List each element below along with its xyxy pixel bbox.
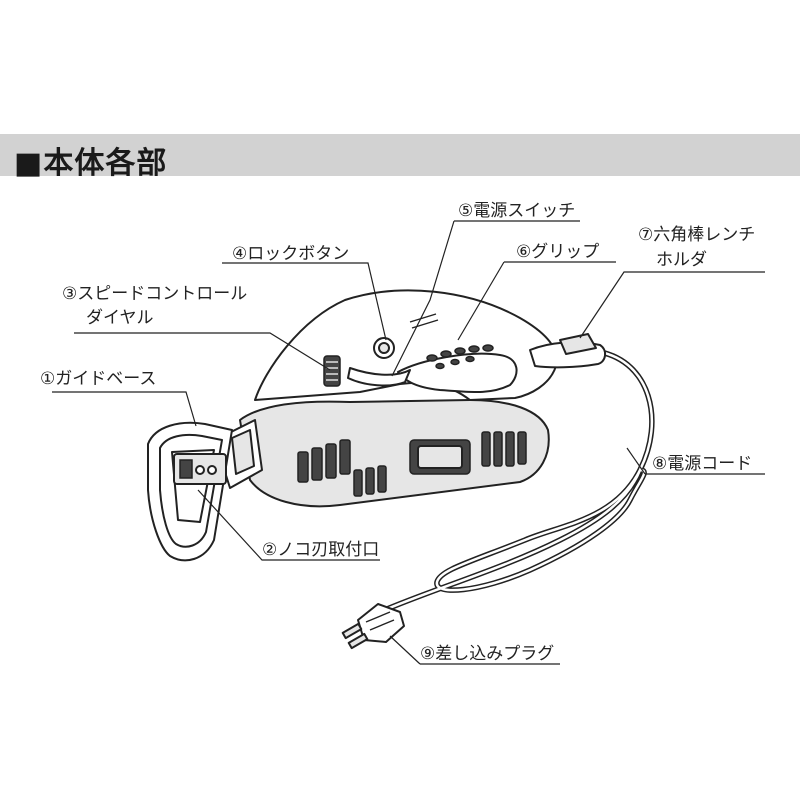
section-header-bar (0, 134, 800, 176)
plug-drawing (341, 603, 405, 650)
label-hex-holder-2: ホルダ (656, 250, 707, 270)
label-plug: ⑨差し込みプラグ (420, 644, 554, 664)
section-title: ■本体各部 (14, 146, 168, 181)
label-speed-dial-1: ③スピードコントロール (62, 284, 247, 304)
motor-vents (297, 431, 527, 497)
label-lock-button: ④ロックボタン (232, 244, 349, 264)
label-speed-dial-2: ダイヤル (86, 308, 154, 328)
label-power-switch: ⑤電源スイッチ (458, 201, 575, 221)
leader-lines (52, 220, 765, 665)
label-grip: ⑥グリップ (516, 242, 599, 262)
saw-body-drawing (214, 289, 606, 508)
trigger-drawing (347, 367, 411, 387)
callout-labels: ①ガイドベース ②ノコ刃取付口 ③スピードコントロール ダイヤル ④ロックボタン… (40, 201, 755, 664)
speed-dial-drawing (323, 355, 341, 387)
grip-texture (426, 344, 494, 370)
label-blade-mount: ②ノコ刃取付口 (262, 540, 379, 560)
label-power-cord: ⑧電源コード (652, 454, 752, 474)
guide-base-drawing (147, 421, 233, 562)
label-hex-holder-1: ⑦六角棒レンチ (638, 225, 755, 245)
power-cord-drawing (377, 349, 655, 615)
label-guide-base: ①ガイドベース (40, 369, 156, 389)
